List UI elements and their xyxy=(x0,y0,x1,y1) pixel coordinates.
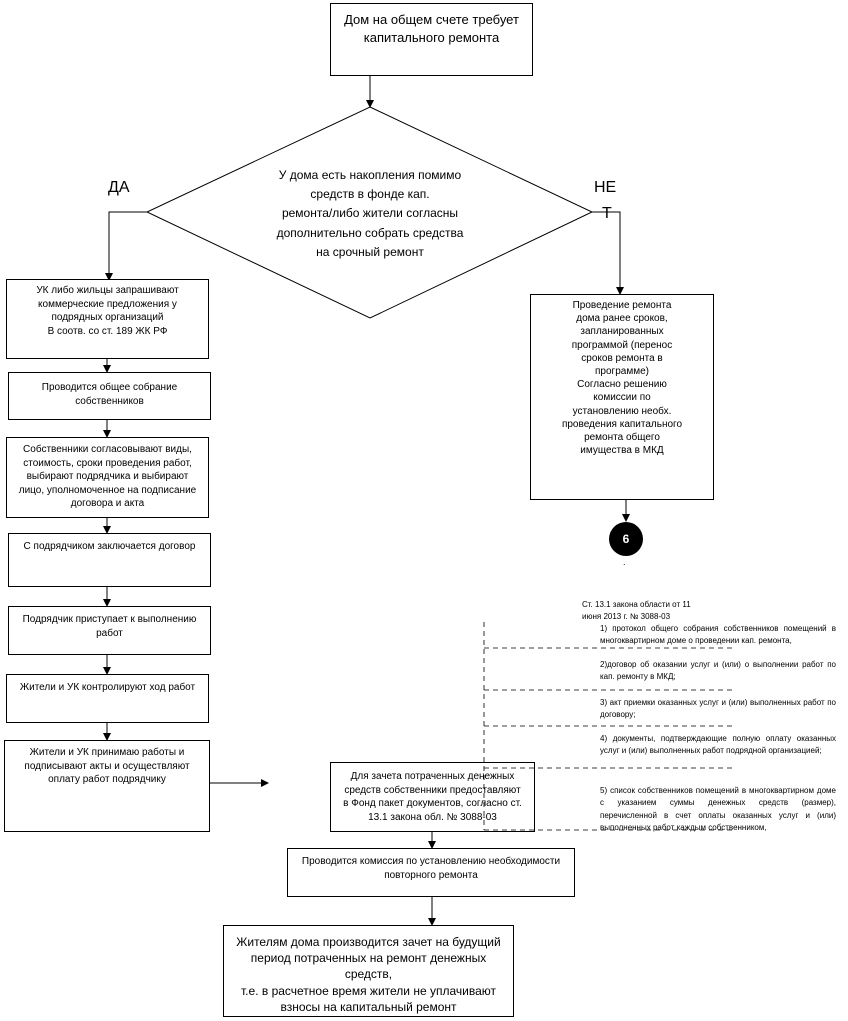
doc-item-1: 1) протокол общего собрания собственнико… xyxy=(600,624,836,646)
connector-circle: 6 xyxy=(609,522,643,556)
final-credit-box: Жителям дома производится зачет на будущ… xyxy=(223,925,514,1017)
connector-dot: . xyxy=(623,557,626,567)
submit-documents-box: Для зачета потраченных денежных средств … xyxy=(330,762,535,832)
step-contractor-starts: Подрядчик приступает к выполнению работ xyxy=(8,606,211,655)
no-label-cont: Т xyxy=(602,205,612,222)
step-accept-works: Жители и УК принимаю работы и подписываю… xyxy=(4,740,210,832)
yes-label: ДА xyxy=(108,179,130,196)
step-general-meeting: Проводится общее собрание собственников xyxy=(8,372,211,420)
doc-item-3: 3) акт приемки оказанных услуг и (или) в… xyxy=(600,698,836,720)
doc-item-4: 4) документы, подтверждающие полную опла… xyxy=(600,734,836,756)
step-request-offers: УК либо жильцы запрашивают коммерческие … xyxy=(6,279,209,359)
commission-box: Проводится комиссия по установлению необ… xyxy=(287,848,575,897)
step-owners-agree: Собственники согласовывают виды, стоимос… xyxy=(6,437,209,518)
start-box: Дом на общем счете требует капитального … xyxy=(330,3,533,76)
no-label: НЕ xyxy=(594,179,617,196)
step-control-works: Жители и УК контролируют ход работ xyxy=(6,674,209,723)
decision-text: У дома есть накопления помимо средств в … xyxy=(276,168,464,259)
doc-item-2: 2)договор об оказании услуг и (или) о вы… xyxy=(600,660,836,682)
step-contract: С подрядчиком заключается договор xyxy=(8,533,211,587)
docs-title: Ст. 13.1 закона области от 11 июня 2013 … xyxy=(582,600,691,621)
arrow-no-branch xyxy=(592,211,624,295)
arrow-yes-branch xyxy=(105,211,147,281)
early-repair-box: Проведение ремонта дома ранее сроков, за… xyxy=(530,294,714,500)
decision-diamond xyxy=(145,106,594,319)
doc-item-5: 5) список собственников помещений в мног… xyxy=(600,786,836,833)
docs-bracket xyxy=(483,622,733,831)
